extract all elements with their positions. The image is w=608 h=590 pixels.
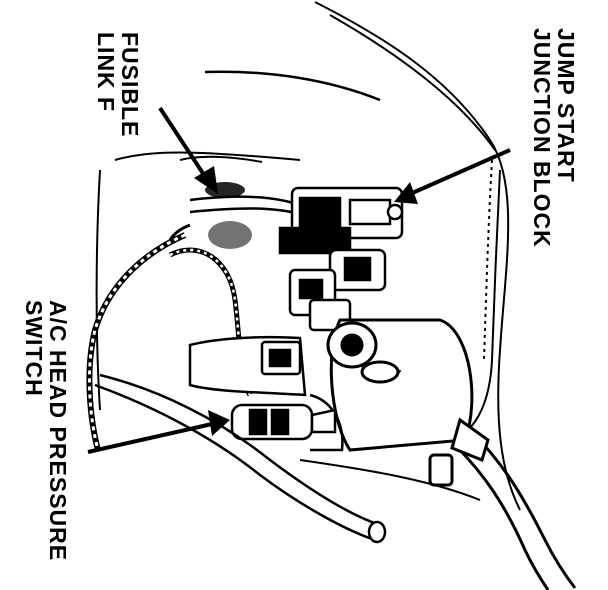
fusible-link-label-line2: LINK F bbox=[93, 32, 119, 113]
jump-start-label-line1: JUMP START bbox=[553, 28, 579, 183]
ac-head-pressure-switch bbox=[230, 403, 337, 441]
ac-head-pressure-switch-label: A/C HEAD PRESSURE SWITCH bbox=[21, 300, 71, 562]
fusible-link-label-line1: FUSIBLE bbox=[117, 32, 143, 138]
ac-switch-label-line2: SWITCH bbox=[21, 300, 47, 397]
body-outline bbox=[95, 1, 521, 511]
ac-switch-arrow-head bbox=[208, 410, 230, 436]
jump-start-arrow-head bbox=[394, 182, 418, 204]
fusible-link-label: FUSIBLE LINK F bbox=[93, 32, 143, 138]
ac-switch-label-line1: A/C HEAD PRESSURE bbox=[45, 300, 71, 562]
refrigerant-line bbox=[94, 373, 481, 544]
jump-start-junction-block bbox=[278, 186, 404, 255]
compressor-bracket bbox=[188, 335, 344, 452]
jump-start-junction-block-label: JUMP START JUNCTION BLOCK bbox=[529, 28, 579, 248]
fusible-link-arrow-head bbox=[194, 166, 218, 194]
ac-switch-arrow-line bbox=[87, 422, 213, 454]
jump-start-arrow-line bbox=[409, 148, 511, 196]
fusible-link-arrow-line bbox=[158, 106, 208, 180]
jump-start-label-line2: JUNCTION BLOCK bbox=[529, 28, 555, 248]
leader-arrows bbox=[87, 106, 511, 454]
relay-cluster bbox=[288, 248, 387, 332]
motor-canister bbox=[326, 318, 490, 487]
fusible-link-wire bbox=[168, 182, 301, 249]
hose bbox=[453, 159, 577, 590]
